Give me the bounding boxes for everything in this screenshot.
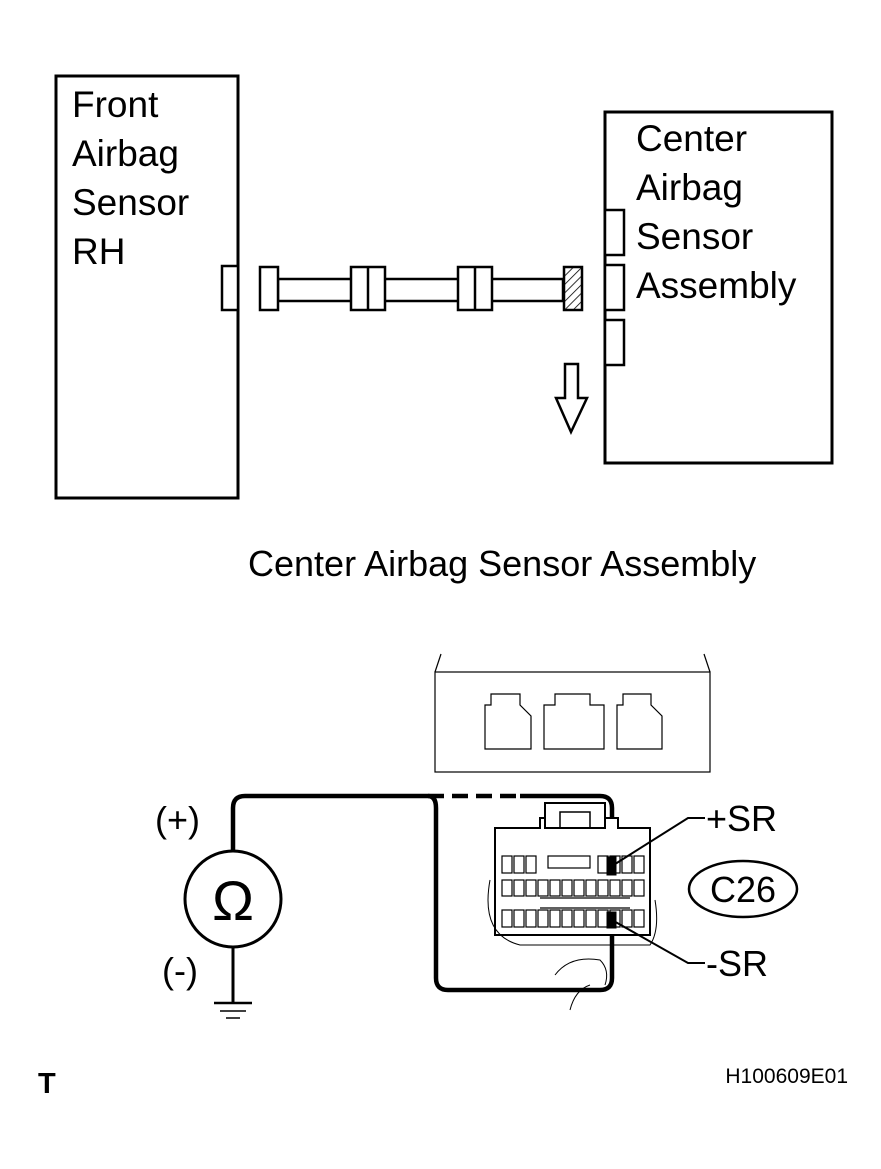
ohm-symbol: Ω bbox=[212, 869, 254, 932]
center-sensor-line-4: Assembly bbox=[636, 265, 797, 306]
front-sensor-line-1: Front bbox=[72, 84, 159, 125]
center-sensor-connector-3 bbox=[603, 318, 626, 367]
ground-icon bbox=[214, 947, 252, 1019]
terminal-minus-sr-label: -SR bbox=[706, 943, 768, 984]
figure-id: H100609E01 bbox=[725, 1065, 848, 1088]
terminal-plus-sr-label: +SR bbox=[706, 798, 777, 839]
front-sensor-connector bbox=[220, 264, 240, 312]
center-sensor-line-1: Center bbox=[636, 118, 747, 159]
down-arrow-icon bbox=[554, 362, 589, 436]
center-airbag-sensor-assembly: Center Airbag Sensor Assembly bbox=[603, 110, 834, 465]
connector-face-top bbox=[434, 653, 711, 773]
test-leads bbox=[230, 793, 615, 993]
ohmmeter: Ω (+) (-) bbox=[155, 799, 283, 991]
front-sensor-line-4: RH bbox=[72, 231, 125, 272]
footer-mark: T bbox=[38, 1068, 56, 1100]
terminal-minus-sr bbox=[606, 911, 617, 929]
center-sensor-line-3: Sensor bbox=[636, 216, 753, 257]
front-airbag-sensor-rh: Front Airbag Sensor RH bbox=[54, 74, 240, 500]
connector-c26-body bbox=[487, 802, 658, 1011]
front-sensor-line-3: Sensor bbox=[72, 182, 189, 223]
harness-connector-hatched bbox=[562, 265, 584, 312]
terminal-grid bbox=[501, 855, 645, 928]
meter-minus-label: (-) bbox=[162, 950, 198, 991]
front-sensor-line-2: Airbag bbox=[72, 133, 179, 174]
connector-view-title: Center Airbag Sensor Assembly bbox=[248, 543, 756, 584]
wire-harness bbox=[258, 265, 584, 312]
meter-plus-label: (+) bbox=[155, 799, 200, 840]
center-sensor-line-2: Airbag bbox=[636, 167, 743, 208]
connector-code-label: C26 bbox=[710, 869, 776, 910]
center-sensor-connector-1 bbox=[603, 208, 626, 257]
connector-code-badge: C26 bbox=[687, 859, 799, 919]
terminal-leaders bbox=[611, 817, 705, 964]
terminal-plus-sr bbox=[606, 856, 617, 876]
harness-connector-1 bbox=[258, 265, 280, 312]
center-sensor-connector-2 bbox=[603, 263, 626, 312]
